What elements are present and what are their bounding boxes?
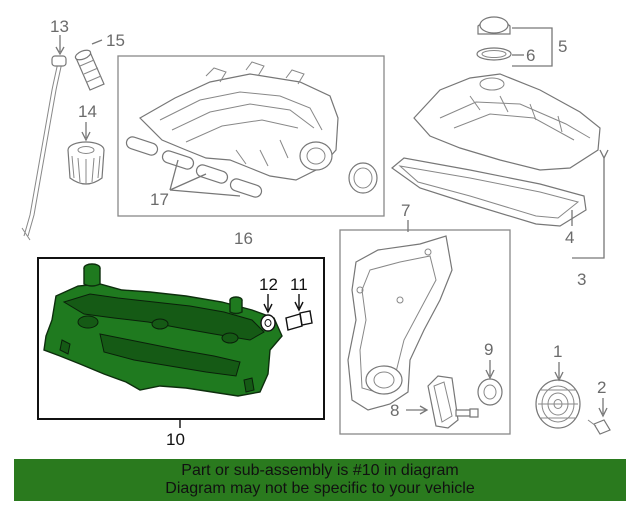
crank-pulley: [535, 379, 581, 429]
oil-pan-box: [37, 257, 325, 420]
dowel-right: [229, 296, 243, 315]
crank-seal: [477, 378, 503, 406]
callout-16: 16: [234, 229, 253, 248]
callout-1: 1: [553, 342, 562, 361]
bolt-small: [455, 408, 479, 418]
drain-bolt-11: [285, 310, 313, 331]
callout-15: 15: [106, 31, 125, 50]
intake-manifold-box: [117, 55, 385, 217]
banner-line-2: Diagram may not be specific to your vehi…: [165, 480, 475, 497]
arrow-14: [81, 131, 91, 142]
callout-6: 6: [526, 46, 535, 65]
leader-5: [512, 27, 553, 67]
valve-cover-gasket: [391, 157, 587, 227]
callout-10: 10: [166, 430, 185, 449]
callout-2: 2: [597, 378, 606, 397]
arrow-8: [419, 405, 429, 415]
callout-14: 14: [78, 102, 97, 121]
valve-cover: [413, 73, 601, 171]
callout-9: 9: [484, 340, 493, 359]
callout-11: 11: [290, 275, 308, 294]
arrow-13: [55, 46, 65, 56]
timing-cover-box: [339, 229, 511, 435]
arrow-1: [554, 371, 564, 382]
callout-5: 5: [558, 37, 567, 56]
timing-cover: [347, 235, 453, 411]
arrow-9: [485, 369, 495, 380]
pulley-bolt: [587, 419, 611, 435]
leader-15: [91, 39, 103, 45]
info-banner: Part or sub-assembly is #10 in diagram D…: [14, 459, 626, 501]
washer-12: [260, 314, 276, 332]
arrow-11: [294, 301, 304, 312]
callout-8: 8: [390, 401, 399, 420]
intake-manifold: [139, 61, 378, 194]
leader-3: [572, 158, 605, 259]
callout-3: 3: [577, 270, 586, 289]
callout-4: 4: [565, 228, 574, 247]
callout-13: 13: [50, 17, 69, 36]
dipstick: [21, 55, 67, 241]
seal-8: [427, 375, 459, 429]
oil-filter: [67, 141, 105, 185]
arrow-12: [263, 303, 273, 314]
oil-filler-cap: [476, 16, 512, 61]
arrow-2: [598, 407, 608, 418]
oil-pan: [43, 283, 283, 397]
leader-17: [169, 159, 241, 197]
callout-7: 7: [401, 201, 410, 220]
callout-17: 17: [150, 190, 169, 209]
tube-part: [74, 49, 105, 91]
arrow-3: [599, 149, 609, 160]
banner-line-1: Part or sub-assembly is #10 in diagram: [181, 462, 459, 479]
dowel-left: [83, 263, 101, 287]
callout-12: 12: [259, 275, 278, 294]
